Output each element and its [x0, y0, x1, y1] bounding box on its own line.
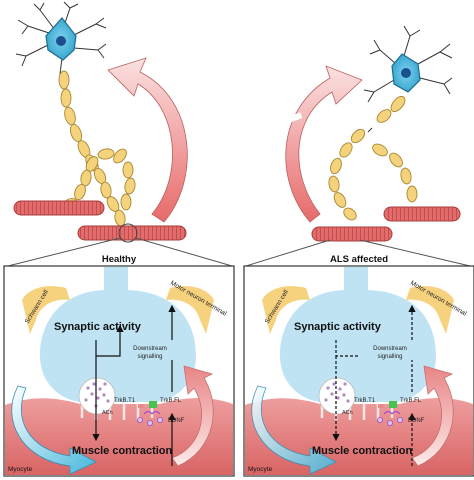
myocyte-label: Myocyte [8, 466, 33, 473]
bdnf-label: BDNF [168, 418, 185, 424]
healthy-neuron [13, 1, 188, 243]
trkb-fl-label: TrkB.FL [160, 398, 182, 404]
healthy-panel: Healthy Schwann cell Motor neuron termin… [3, 254, 235, 477]
panel-title: ALS affected [330, 254, 388, 265]
panel-title: Healthy [102, 254, 137, 265]
muscle-contraction-label: Muscle contraction [312, 445, 413, 457]
trkb-t1-label: TrkB.T1 [114, 398, 136, 404]
als-panel: ALS affected Schwann cell Motor neuron t… [243, 254, 474, 477]
myocyte-label: Myocyte [248, 466, 273, 473]
zoom-lines [7, 237, 471, 267]
bdnf-label: BDNF [408, 418, 425, 424]
ach-label: ACh [102, 410, 113, 416]
muscle-contraction-label: Muscle contraction [72, 445, 173, 457]
signalling-label: signalling [377, 354, 402, 360]
trkb-fl-label: TrkB.FL [400, 398, 422, 404]
downstream-label: Downstream [133, 346, 167, 352]
synaptic-activity-label: Synaptic activity [294, 321, 382, 333]
ach-label: ACh [342, 410, 353, 416]
downstream-label: Downstream [373, 346, 407, 352]
trkb-t1-label: TrkB.T1 [354, 398, 376, 404]
signalling-label: signalling [137, 354, 162, 360]
als-neuron [279, 25, 461, 242]
synaptic-activity-label: Synaptic activity [54, 321, 142, 333]
